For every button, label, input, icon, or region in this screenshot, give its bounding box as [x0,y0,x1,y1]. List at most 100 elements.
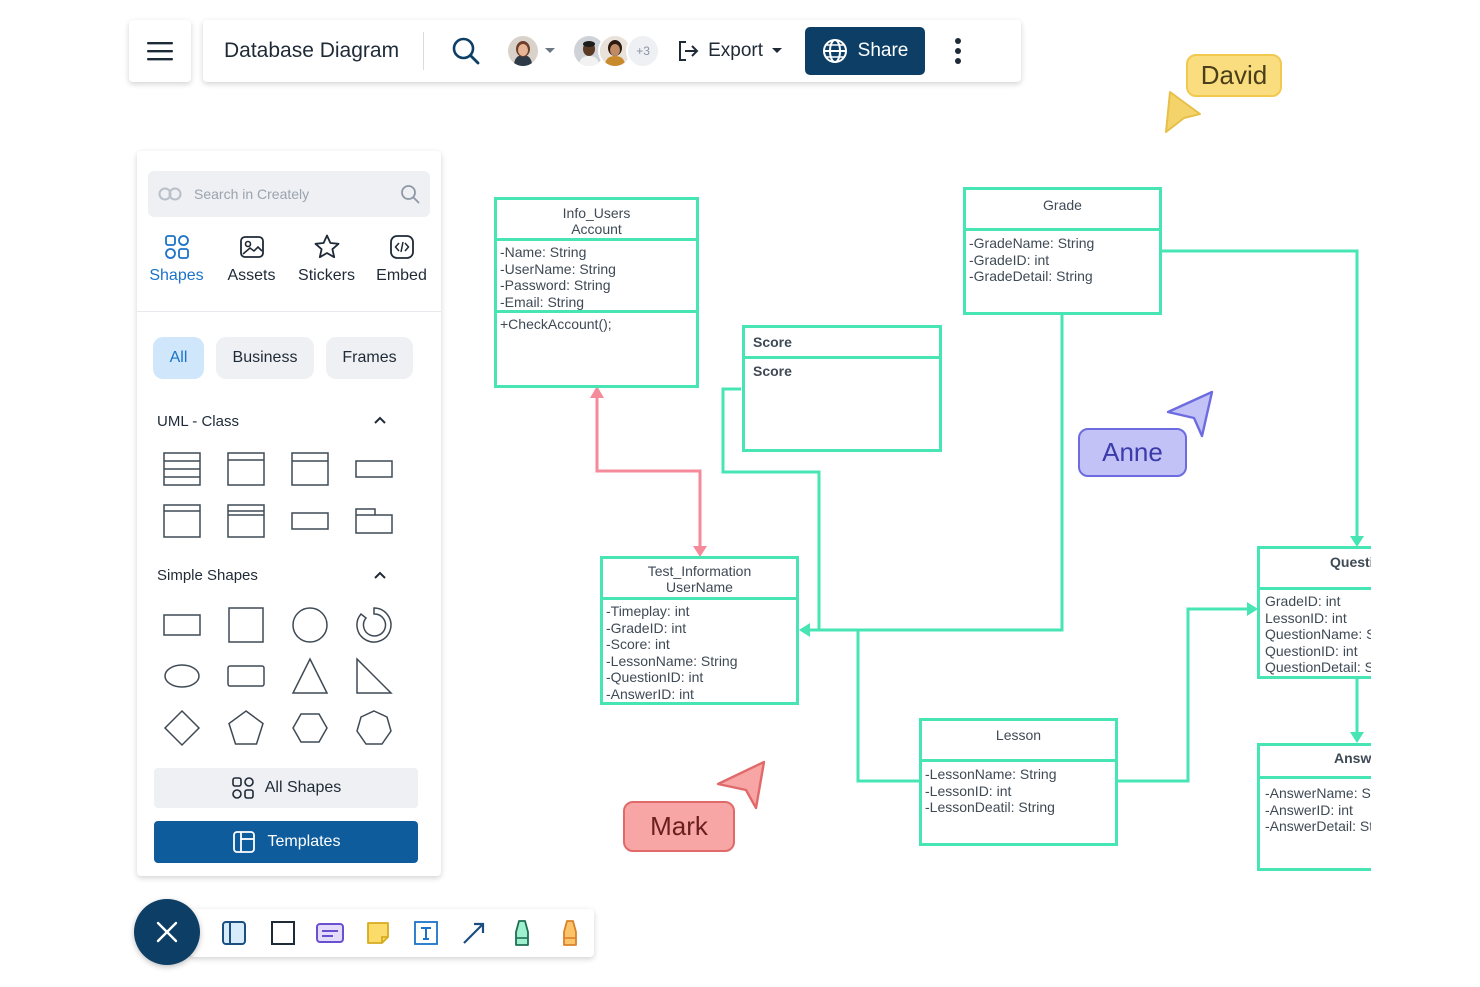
kebab-dot [955,58,962,64]
hexagon-shape[interactable] [288,708,332,748]
tab-assets[interactable]: Assets [214,233,289,285]
search-input[interactable] [192,185,396,203]
attribute: LessonID: int [1265,609,1347,626]
rectangle-icon [163,614,201,636]
arc-shape[interactable] [352,605,396,645]
tab-shapes[interactable]: Shapes [139,233,214,285]
text-tool[interactable] [410,917,442,949]
uml-class-shape[interactable] [288,501,332,541]
sticky-note-icon [367,922,389,944]
uml-class-shape[interactable] [224,449,268,489]
export-label: Export [708,40,764,61]
document-title[interactable]: Database Diagram [224,39,400,62]
attribute: -Email: String [500,293,585,310]
more-users-badge[interactable]: +3 [626,34,661,68]
templates-button[interactable]: Templates [154,821,418,863]
tab-stickers[interactable]: Stickers [289,233,364,285]
uml-class-score[interactable]: Score Score [742,325,942,452]
uml-class-lesson[interactable]: Lesson -LessonName: String -LessonID: in… [919,718,1118,846]
uml-class-shape[interactable] [288,449,332,489]
highlighter-tool[interactable] [554,917,586,949]
class-title: Lesson [995,727,1042,743]
uml-class-shape[interactable] [160,449,204,489]
class-attributes: -AnswerName: St -AnswerID: int -AnswerDe… [1260,776,1382,835]
arrow-head [1247,602,1258,616]
pen-icon [515,920,529,946]
uml-class-info-users[interactable]: Info_Users Account -Name: String -UserNa… [494,197,699,388]
panel-tabs: Shapes Assets Stickers Embed [137,233,441,285]
chevron-up-icon[interactable] [373,415,387,425]
tab-embed[interactable]: Embed [364,233,439,285]
category-chips: All Business Frames [153,337,413,379]
uml-class-grade[interactable]: Grade -GradeName: String -GradeID: int -… [963,187,1162,315]
cursor-arrow-icon [1165,91,1201,133]
uml-class-test-information[interactable]: Test_Information UserName -Timeplay: int… [600,556,799,705]
export-button[interactable]: Export [676,39,783,63]
triangle-shape[interactable] [288,656,332,696]
heptagon-shape[interactable] [352,708,396,748]
chevron-down-icon[interactable] [544,47,556,55]
card-tool[interactable] [314,917,346,949]
pentagon-shape[interactable] [224,708,268,748]
panel-toggle-tool[interactable] [218,917,250,949]
attribute: -Score: int [606,636,670,652]
all-shapes-button[interactable]: All Shapes [154,768,418,808]
arrow-head [693,546,707,557]
hexagon-icon [292,713,328,743]
lesson-question-connector[interactable] [1117,607,1250,783]
search-icon [452,37,480,65]
rounded-rectangle-shape[interactable] [224,656,268,696]
panel-divider [137,311,441,312]
star-icon [314,234,339,259]
uml-package-shape[interactable] [352,501,396,541]
avatar[interactable] [598,34,633,68]
class-subtitle: Account [571,221,622,237]
sticky-note-tool[interactable] [362,917,394,949]
uml-class-answer[interactable]: Answ -AnswerName: St -AnswerID: int -Ans… [1257,743,1382,871]
rectangle-tool[interactable] [267,917,299,949]
uml-class-question[interactable]: Questi GradeID: int LessonID: int Questi… [1257,546,1382,679]
chevron-up-icon[interactable] [373,570,387,580]
avatar[interactable] [506,34,541,68]
square-shape[interactable] [224,605,268,645]
relation-connector[interactable] [595,395,702,548]
user-avatar-icon [508,36,539,66]
pen-tool[interactable] [506,917,538,949]
ellipse-shape[interactable] [160,656,204,696]
grade-question-connector[interactable] [1161,249,1359,538]
connector-tool[interactable] [458,917,490,949]
chip-frames[interactable]: Frames [326,337,413,379]
uml-class-shape[interactable] [352,449,396,489]
attribute: -AnswerName: St [1265,785,1375,801]
search-button[interactable] [450,35,482,67]
collaborator-label-david: David [1186,54,1282,97]
rectangle-shape[interactable] [160,605,204,645]
uml-class-header-icon [291,452,329,486]
circle-shape[interactable] [288,605,332,645]
main-menu-button[interactable] [129,20,191,82]
heptagon-icon [356,710,392,745]
uml-class-shape[interactable] [224,501,268,541]
panel-search[interactable] [148,171,430,217]
right-triangle-shape[interactable] [352,656,396,696]
circle-icon [292,607,328,643]
test-lesson-connector[interactable] [856,630,920,783]
chip-all[interactable]: All [153,337,204,379]
attribute: -LessonDeatil: String [925,799,1055,815]
more-options-button[interactable] [951,35,965,67]
grade-test-connector[interactable] [808,315,1064,632]
section-title-simple-shapes: Simple Shapes [157,567,258,584]
uml-class-shape[interactable] [160,501,204,541]
class-attributes: -Name: String -UserName: String -Passwor… [497,238,696,310]
chip-business[interactable]: Business [216,337,314,379]
attribute: -Name: String [500,244,587,260]
tab-label: Stickers [298,267,355,284]
score-connector[interactable] [721,387,821,630]
diamond-shape[interactable] [160,708,204,748]
class-attributes: Score [745,356,939,380]
search-icon[interactable] [400,184,420,204]
share-button[interactable]: Share [805,27,926,75]
canvas-edge [1371,530,1480,890]
close-toolbar-button[interactable] [134,899,200,965]
